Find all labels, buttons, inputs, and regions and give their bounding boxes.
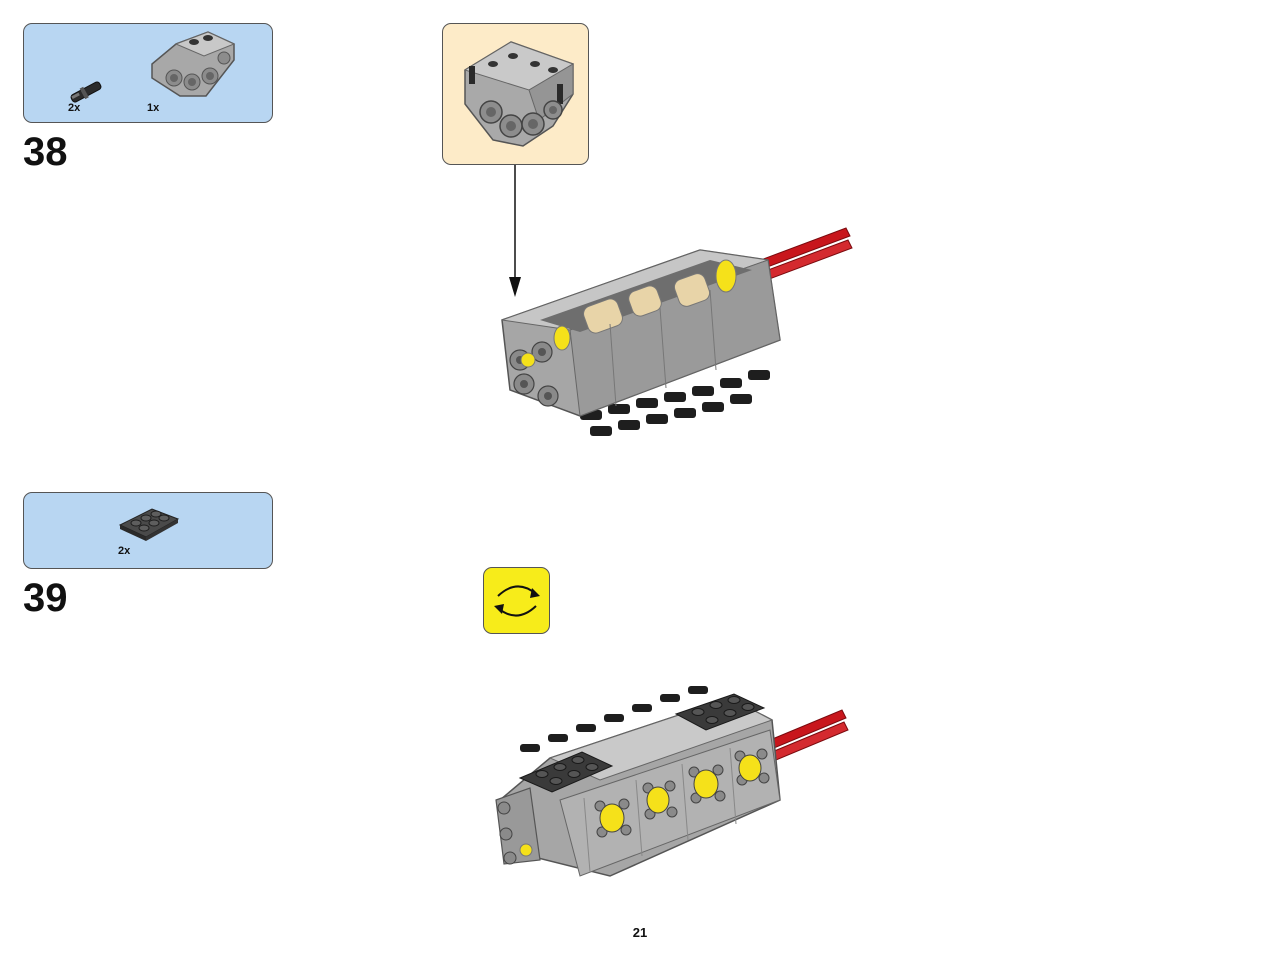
part-quantity: 1x <box>147 102 160 114</box>
parts-list-step-39: 2x <box>23 492 273 569</box>
axle-pin-part-icon <box>70 81 102 103</box>
rotate-model-icon <box>494 585 540 617</box>
engine-block-rotated-icon <box>495 686 849 877</box>
step-number: 38 <box>23 130 68 174</box>
part-quantity: 2x <box>118 545 131 557</box>
rotate-model-indicator <box>483 567 550 634</box>
sub-assembly-callout <box>442 23 589 165</box>
page-number: 21 <box>632 925 648 940</box>
beam-connector-part-icon <box>151 31 236 97</box>
part-quantity: 2x <box>68 102 81 114</box>
step-number: 39 <box>23 576 68 620</box>
beam-connector-assembly-icon <box>463 41 575 147</box>
parts-list-step-38: 2x 1x <box>23 23 273 123</box>
engine-block-assembly-icon <box>501 227 853 436</box>
placement-arrow <box>509 165 521 297</box>
dark-plate-2x4-part-icon <box>118 508 180 541</box>
